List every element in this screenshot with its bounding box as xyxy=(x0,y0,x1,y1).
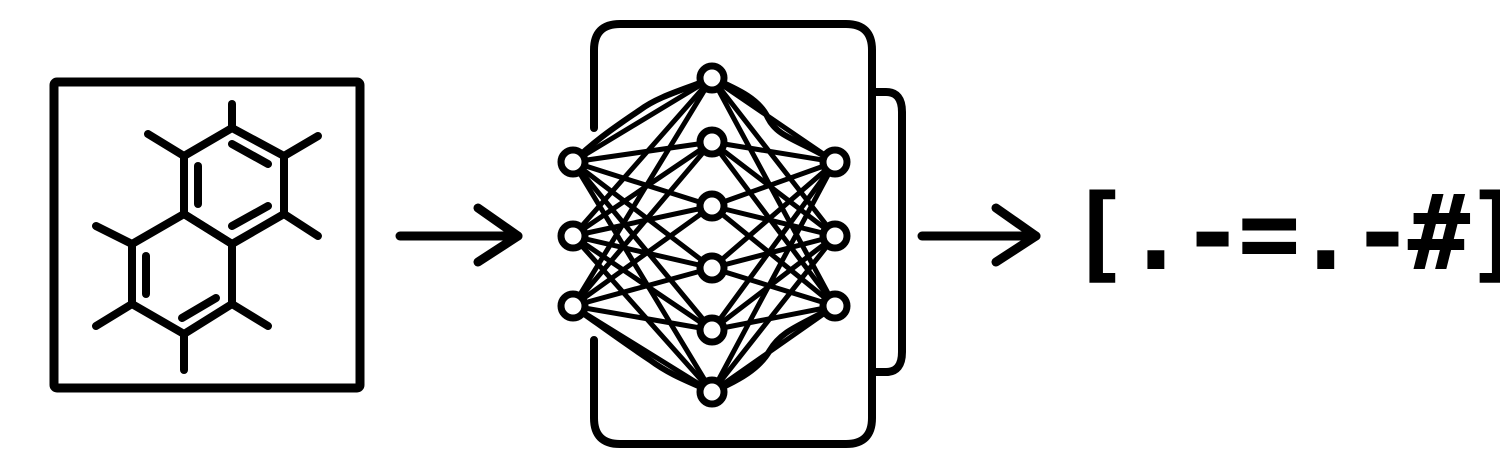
node xyxy=(696,126,728,158)
node xyxy=(696,190,728,222)
node xyxy=(696,62,728,94)
input-layer-nodes xyxy=(557,146,589,322)
node xyxy=(557,220,589,252)
hidden-layer-nodes xyxy=(696,62,728,408)
node xyxy=(696,376,728,408)
node xyxy=(819,290,851,322)
arrow-right-icon xyxy=(917,203,1041,267)
molecule-input-panel xyxy=(49,77,365,393)
molecule-icon xyxy=(92,100,322,374)
node xyxy=(819,146,851,178)
node xyxy=(696,252,728,284)
model-frame xyxy=(590,20,876,448)
neural-network-panel xyxy=(557,20,906,448)
node xyxy=(696,314,728,346)
output-token-sequence: [.-=.-#] xyxy=(1068,172,1500,294)
input-frame xyxy=(49,77,365,393)
node xyxy=(557,290,589,322)
node xyxy=(557,146,589,178)
output-layer-nodes xyxy=(819,146,851,322)
model-tab xyxy=(868,88,906,376)
node xyxy=(819,220,851,252)
network-connections xyxy=(570,75,838,395)
arrow-right-icon xyxy=(395,203,523,267)
